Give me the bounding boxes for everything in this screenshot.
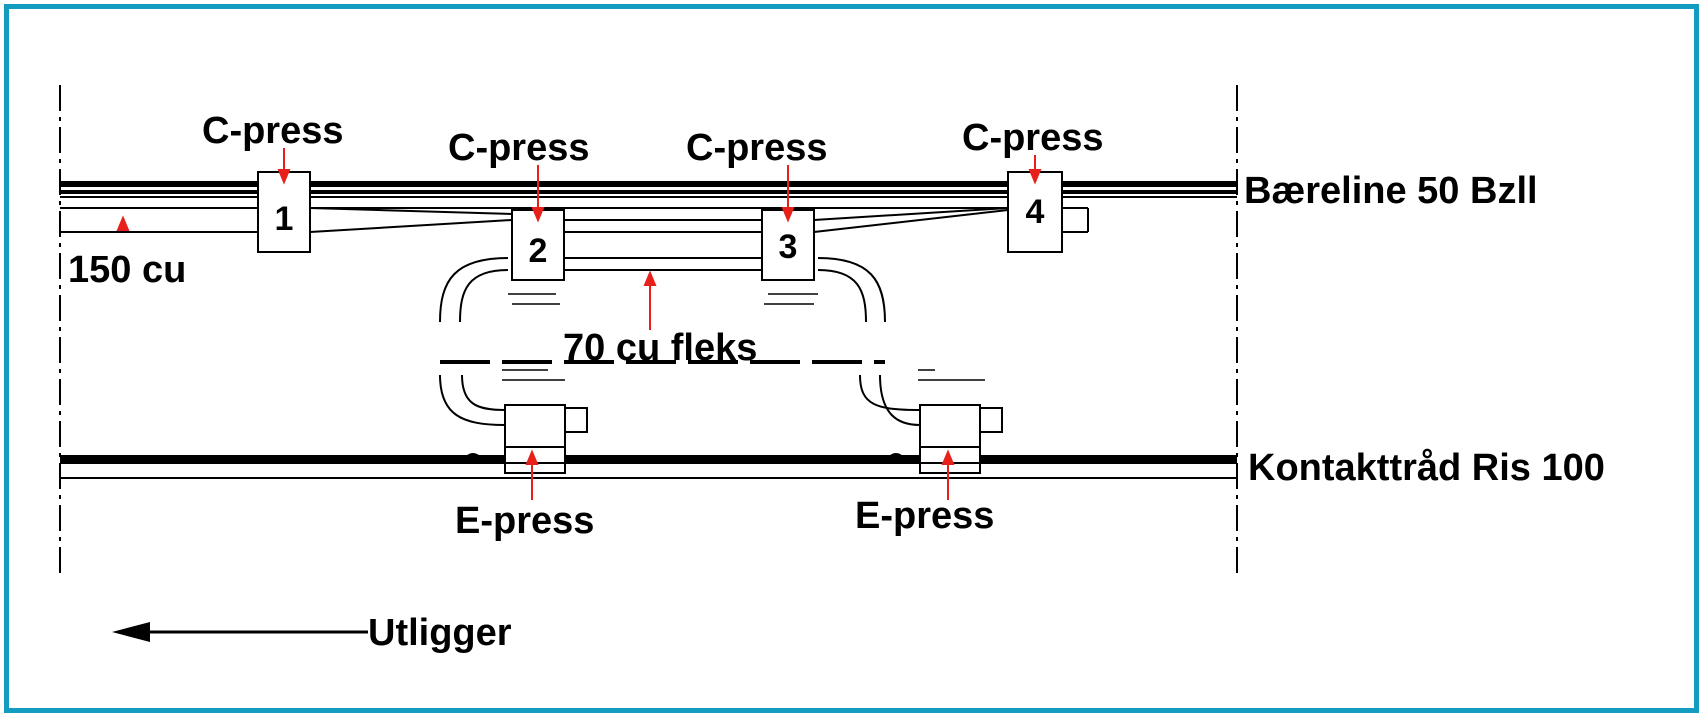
cu70-loops-upper: [439, 257, 886, 323]
c-press-label-1: C-press: [202, 110, 344, 152]
clamp-small-marks: [502, 293, 985, 381]
e-press-label-1: E-press: [455, 500, 594, 542]
squiggle-1: [464, 453, 498, 463]
cu70-loops-lower: [439, 374, 921, 426]
e-press-clamp-1: [504, 404, 588, 474]
clamp-4: 4: [1007, 171, 1063, 253]
squiggle-2: [887, 453, 921, 463]
utligger-label: Utligger: [368, 612, 512, 654]
c-press-label-4: C-press: [962, 117, 1104, 159]
red-arrows: [116, 148, 1042, 500]
cu150-conductor: [60, 207, 1089, 233]
clamp-1: 1: [257, 171, 311, 253]
e-press-label-2: E-press: [855, 495, 994, 537]
clamp-1-number: 1: [275, 200, 294, 238]
kontakttrad-label: Kontakttråd Ris 100: [1248, 447, 1605, 489]
c-press-label-3: C-press: [686, 127, 828, 169]
diagram-frame: [4, 4, 1699, 713]
clamp-2-number: 2: [529, 232, 548, 270]
clamp-3-number: 3: [779, 228, 798, 266]
utligger-arrow: [112, 622, 368, 642]
clamp-4-number: 4: [1026, 193, 1045, 231]
cu150-label: 150 cu: [68, 249, 186, 291]
c-press-label-2: C-press: [448, 127, 590, 169]
baereline-wire: [60, 181, 1237, 198]
kontakttrad-wire: [60, 455, 1237, 479]
cu70-conductor-top: [564, 207, 1009, 271]
baereline-label: Bæreline 50 Bzll: [1244, 170, 1538, 212]
cu70-label: 70 cu fleks: [563, 327, 757, 369]
